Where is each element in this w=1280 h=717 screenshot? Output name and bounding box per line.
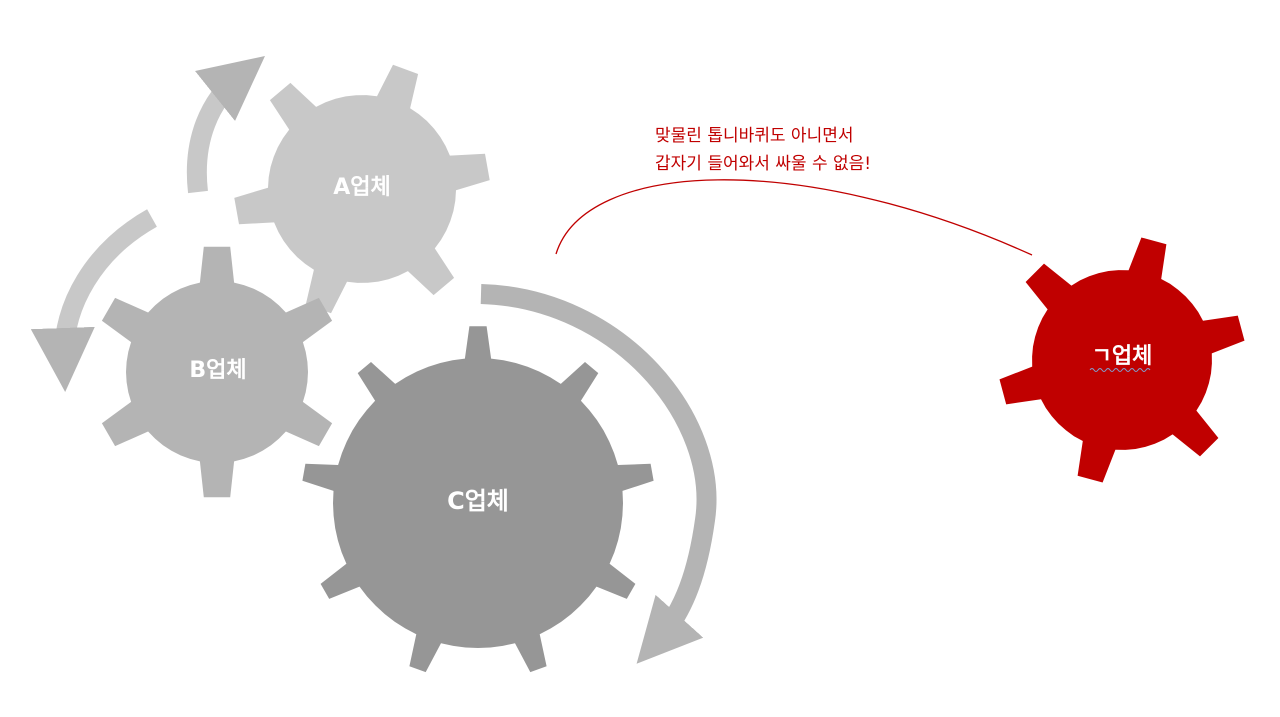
annotation-line-1: 맞물린 톱니바퀴도 아니면서 xyxy=(655,126,854,146)
connector-curve xyxy=(555,179,1033,256)
gear-b-shape xyxy=(101,246,333,498)
gear-c-shape xyxy=(302,326,654,673)
arrow-right xyxy=(480,284,717,664)
annotation-line-2: 갑자기 들어와서 싸울 수 없음! xyxy=(655,154,871,174)
gear-a-shape xyxy=(234,64,490,314)
annotation: 맞물린 톱니바퀴도 아니면서 갑자기 들어와서 싸울 수 없음! xyxy=(655,126,871,174)
gear-new: ㄱ업체 xyxy=(999,237,1245,483)
arrow-top-left xyxy=(186,55,265,194)
gear-new-label: ㄱ업체 xyxy=(1092,344,1153,369)
arrow-left xyxy=(30,209,158,392)
spellcheck-underline xyxy=(1089,368,1151,372)
gear-c-label: C업체 xyxy=(447,487,509,515)
gear-a-label: A업체 xyxy=(333,175,391,200)
gear-c: C업체 xyxy=(302,326,654,673)
rotation-arrows xyxy=(30,55,717,664)
gear-new-shape xyxy=(999,237,1245,483)
gear-a: A업체 xyxy=(234,64,490,314)
gear-b-label: B업체 xyxy=(189,358,246,383)
gear-b: B업체 xyxy=(101,246,333,498)
